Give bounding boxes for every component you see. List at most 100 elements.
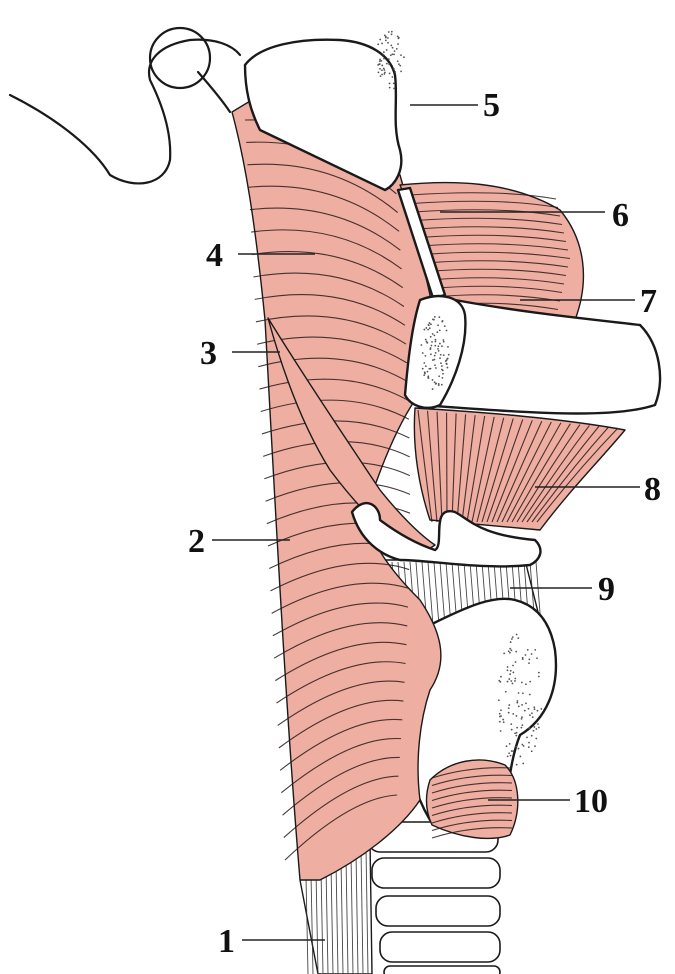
bone-stipple (394, 71, 396, 73)
bone-stipple (381, 74, 383, 76)
bone-stipple (434, 334, 436, 336)
bone-stipple (432, 333, 434, 335)
cartilage-stipple (499, 713, 501, 715)
cartilage-stipple (538, 727, 540, 729)
bone-stipple (439, 343, 441, 345)
bone-stipple (443, 341, 445, 343)
cartilage-stipple (498, 699, 500, 701)
cartilage-stipple (507, 669, 509, 671)
bone-stipple (378, 71, 380, 73)
bone-stipple (446, 358, 448, 360)
bone-stipple (425, 327, 427, 329)
cartilage-stipple (500, 709, 502, 711)
bone-stipple (442, 373, 444, 375)
cartilage-stipple (500, 730, 502, 732)
bone-stipple (432, 379, 434, 381)
bone-stipple (422, 352, 424, 354)
cartilage-stipple (516, 732, 518, 734)
cartilage-stipple (538, 676, 540, 678)
bone-stipple (391, 33, 393, 35)
bone-stipple (420, 344, 422, 346)
cartilage-stipple (507, 666, 509, 668)
bone-stipple (427, 376, 429, 378)
bone-stipple (438, 316, 440, 318)
bone-stipple (432, 319, 434, 321)
cartilage-stipple (514, 680, 516, 682)
bone-stipple (387, 42, 389, 44)
bone-stipple (438, 350, 440, 352)
bone-stipple (389, 87, 391, 89)
cartilage-stipple (510, 755, 512, 757)
cartilage-stipple (499, 716, 501, 718)
cartilage-stipple (509, 648, 511, 650)
label-1: 1 (218, 923, 235, 960)
cartilage-stipple (534, 745, 536, 747)
cartilage-stipple (538, 672, 540, 674)
bone-stipple (442, 377, 444, 379)
bone-stipple (389, 82, 391, 84)
bone-stipple (440, 354, 442, 356)
bone-stipple (379, 63, 381, 65)
bone-stipple (434, 364, 436, 366)
cartilage-stipple (528, 662, 530, 664)
trachea-ring (384, 966, 500, 974)
bone-stipple (439, 357, 441, 359)
bone-stipple (388, 31, 390, 33)
cartilage-stipple (516, 764, 518, 766)
bone-stipple (438, 383, 440, 385)
bone-stipple (429, 327, 431, 329)
bone-stipple (380, 75, 382, 77)
bone-stipple (379, 39, 381, 41)
cartilage-stipple (528, 742, 530, 744)
cartilage-stipple (517, 637, 519, 639)
cartilage-stipple (540, 708, 542, 710)
bone-stipple (437, 324, 439, 326)
cartilage-stipple (529, 714, 531, 716)
bone-stipple (448, 354, 450, 356)
cartilage-stipple (531, 750, 533, 752)
bone-stipple (428, 324, 430, 326)
cartilage-stipple (512, 672, 514, 674)
bone-stipple (379, 59, 381, 61)
cartilage-stipple (508, 678, 510, 680)
cartilage-stipple (508, 704, 510, 706)
cartilage-stipple (527, 649, 529, 651)
bone-stipple (384, 72, 386, 74)
bone-stipple (423, 374, 425, 376)
cartilage-stipple (536, 657, 538, 659)
bone-stipple (437, 345, 439, 347)
bone-stipple (429, 322, 431, 324)
cartilage-stipple (515, 661, 517, 663)
bone-stipple (393, 68, 395, 70)
bone-stipple (381, 69, 383, 71)
bone-stipple (426, 342, 428, 344)
label-2: 2 (188, 523, 205, 560)
bone-stipple (385, 36, 387, 38)
cartilage-stipple (503, 653, 505, 655)
bone-stipple (389, 73, 391, 75)
cartilage-stipple (518, 692, 520, 694)
bone-stipple (441, 369, 443, 371)
label-9: 9 (598, 571, 615, 608)
cartilage-stipple (517, 700, 519, 702)
cartilage-stipple (528, 708, 530, 710)
bone-stipple (386, 49, 388, 51)
bone-stipple (397, 35, 399, 37)
bone-stipple (425, 339, 427, 341)
cartilage-stipple (518, 706, 520, 708)
cartilage-stipple (531, 735, 533, 737)
cartilage-stipple (521, 724, 523, 726)
bone-stipple (398, 63, 400, 65)
cartilage-stipple (508, 650, 510, 652)
cartilage-stipple (533, 706, 535, 708)
bone-stipple (447, 346, 449, 348)
cartilage-stipple (511, 729, 513, 731)
cartilage-stipple (509, 673, 511, 675)
cartilage-stipple (514, 678, 516, 680)
cartilage-stipple (511, 649, 513, 651)
bone-stipple (427, 329, 429, 331)
bone-stipple (434, 345, 436, 347)
bone-stipple (423, 329, 425, 331)
bone-stipple (441, 365, 443, 367)
